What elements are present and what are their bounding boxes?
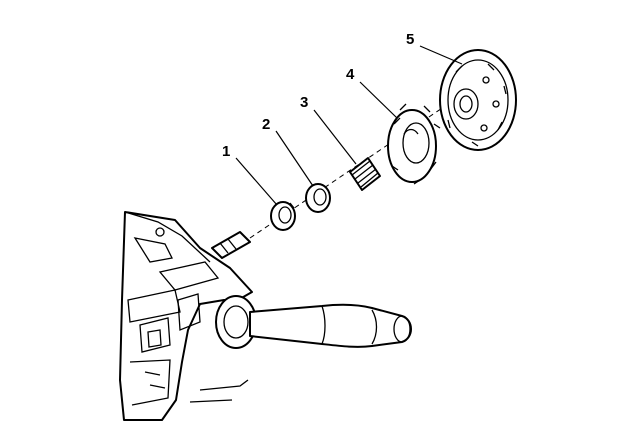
- leader-4: [359, 81, 398, 119]
- part-2-washer: [305, 183, 331, 213]
- turn-signal-lever: [215, 295, 412, 349]
- leader-3: [313, 109, 357, 165]
- steering-shaft: [211, 231, 251, 259]
- callout-2: 2: [262, 116, 270, 133]
- part-3-spring: [349, 157, 381, 191]
- callout-1: 1: [222, 143, 230, 160]
- leader-2: [275, 130, 314, 187]
- part-4-ring: [387, 103, 441, 185]
- leader-1: [235, 157, 278, 206]
- part-1-nut: [270, 201, 296, 231]
- steering-column-housing: [119, 211, 253, 421]
- callout-3: 3: [300, 94, 308, 111]
- callout-5: 5: [406, 31, 414, 48]
- leader-5: [419, 45, 463, 65]
- callout-4: 4: [346, 66, 355, 83]
- leader-lines: [235, 45, 463, 206]
- part-5-plate: [439, 49, 517, 151]
